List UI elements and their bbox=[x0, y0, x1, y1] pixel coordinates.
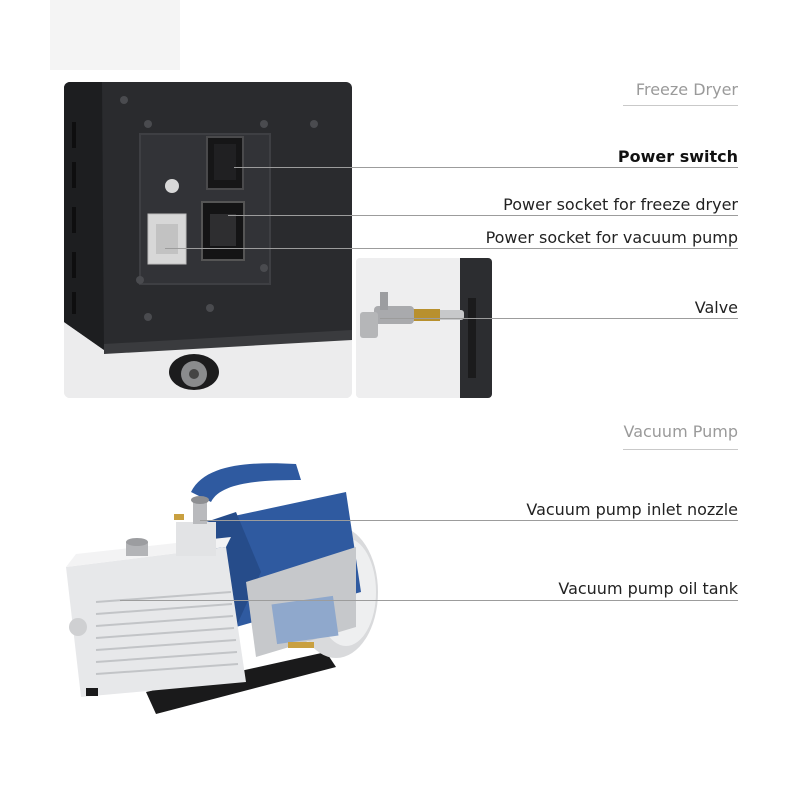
top-background-band bbox=[50, 0, 180, 70]
power-socket-vacuum-pump-label: Power socket for vacuum pump bbox=[485, 228, 738, 247]
power-switch-leader-line bbox=[234, 167, 738, 168]
vacuum-pump-photo bbox=[56, 452, 396, 722]
power-socket-vacuum-pump-leader-line bbox=[165, 248, 738, 249]
vacuum-pump-section-title: Vacuum Pump bbox=[623, 422, 738, 441]
pump-oil-tank-label: Vacuum pump oil tank bbox=[558, 579, 738, 598]
valve-leader-line bbox=[380, 318, 738, 319]
freeze-dryer-title-underline bbox=[623, 105, 738, 106]
freeze-dryer-section-title: Freeze Dryer bbox=[635, 80, 738, 99]
pump-inlet-nozzle-label: Vacuum pump inlet nozzle bbox=[526, 500, 738, 519]
vacuum-pump-title-underline bbox=[623, 449, 738, 450]
power-switch-label: Power switch bbox=[617, 147, 738, 166]
pump-inlet-nozzle-leader-line bbox=[200, 520, 738, 521]
freeze-dryer-rear-photo bbox=[64, 82, 352, 398]
pump-oil-tank-leader-line bbox=[120, 600, 738, 601]
valve-label: Valve bbox=[694, 298, 738, 317]
power-socket-freeze-dryer-label: Power socket for freeze dryer bbox=[503, 195, 738, 214]
power-socket-freeze-dryer-leader-line bbox=[228, 215, 738, 216]
valve-detail-photo bbox=[356, 258, 492, 398]
